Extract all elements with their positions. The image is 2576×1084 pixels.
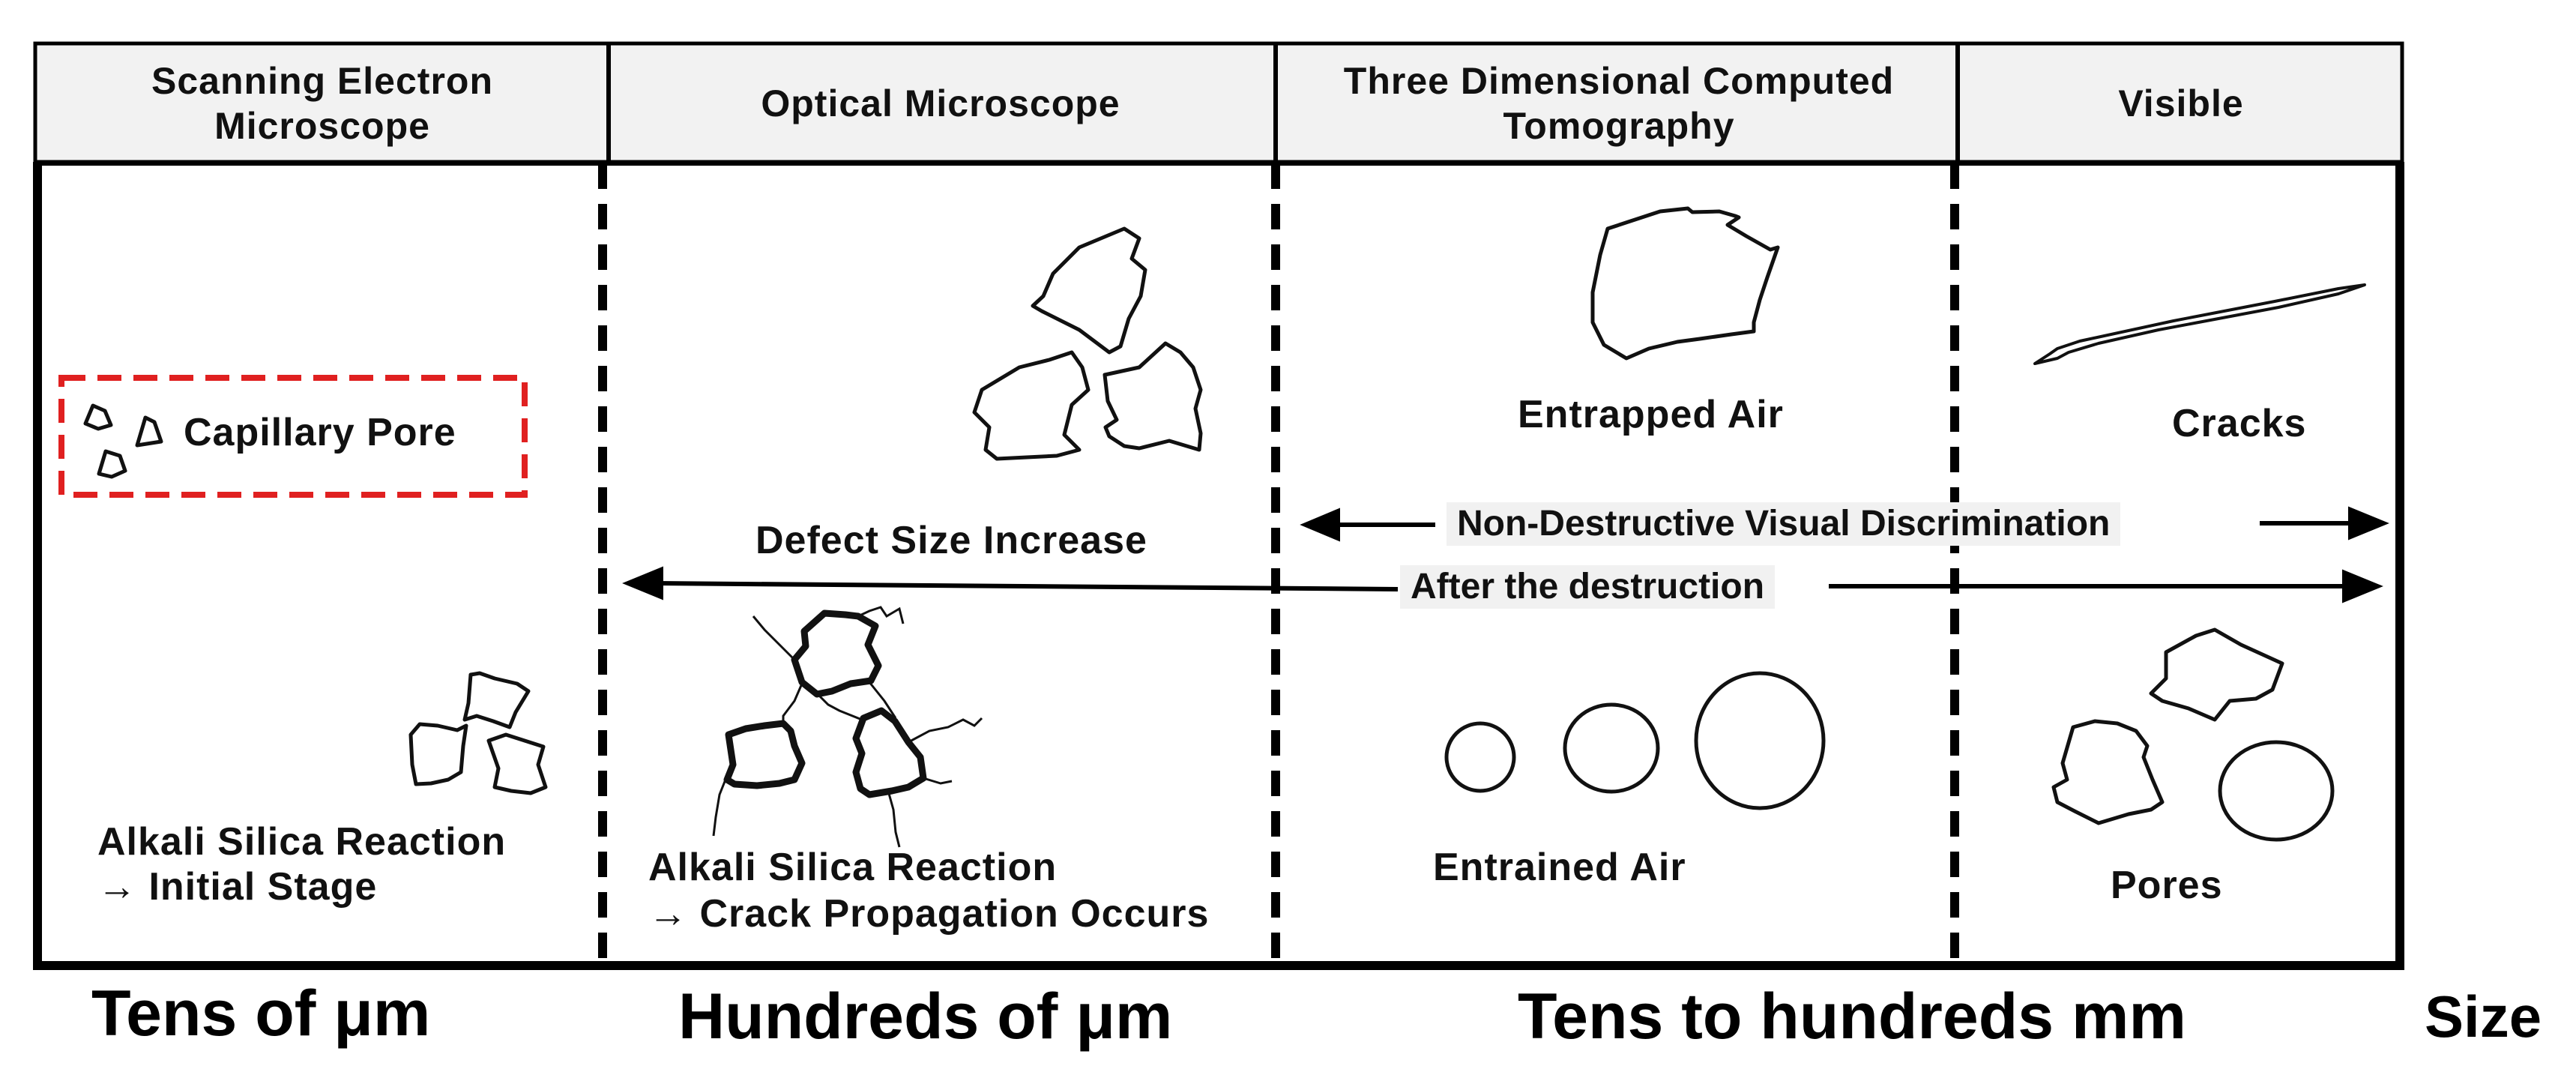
asr-initial-particles (408, 671, 548, 795)
asr-crack-lines (712, 606, 983, 848)
asr-crack-label-1: Alkali Silica Reaction (648, 846, 1058, 889)
scale-hundreds-um: Hundreds of μm (678, 981, 1173, 1053)
asr-crack-label-2: → Crack Propagation Occurs (648, 892, 1210, 936)
non-destructive-label: Non-Destructive Visual Discrimination (1447, 502, 2121, 546)
header-sem: Scanning Electron Microscope (151, 60, 493, 147)
defect-growth-particles (972, 226, 1203, 461)
capillary-pore-label: Capillary Pore (184, 411, 456, 454)
visible-crack-shape (2033, 283, 2366, 365)
header-ct: Three Dimensional Computed Tomography (1343, 60, 1895, 147)
asr-initial-label-2: → Initial Stage (97, 865, 378, 909)
capillary-pore-shapes (83, 403, 163, 479)
cracks-label: Cracks (2172, 402, 2307, 445)
asr-initial-label-1: Alkali Silica Reaction (97, 820, 507, 864)
entrapped-air-label: Entrapped Air (1518, 393, 1784, 436)
capillary-pore-box (58, 375, 528, 498)
entrapped-air-shape (1590, 206, 1780, 361)
defect-size-increase-label: Defect Size Increase (755, 519, 1147, 562)
header-visible: Visible (2118, 82, 2244, 124)
after-destruction-arrow (622, 566, 2383, 603)
entrained-air-circles (1444, 671, 1826, 810)
scale-size-axis: Size (2425, 984, 2542, 1050)
pores-label: Pores (2111, 864, 2223, 907)
entrained-air-label: Entrained Air (1433, 846, 1686, 889)
asr-crack-particles (723, 609, 927, 798)
scale-tens-to-hundreds-mm: Tens to hundreds mm (1518, 981, 2186, 1053)
header-band (33, 41, 2404, 164)
after-destruction-label: After the destruction (1400, 565, 1776, 609)
scale-tens-um: Tens of μm (91, 978, 431, 1050)
non-destructive-arrow (1300, 506, 2389, 542)
visible-pores (2051, 627, 2335, 842)
header-optical: Optical Microscope (761, 82, 1120, 124)
